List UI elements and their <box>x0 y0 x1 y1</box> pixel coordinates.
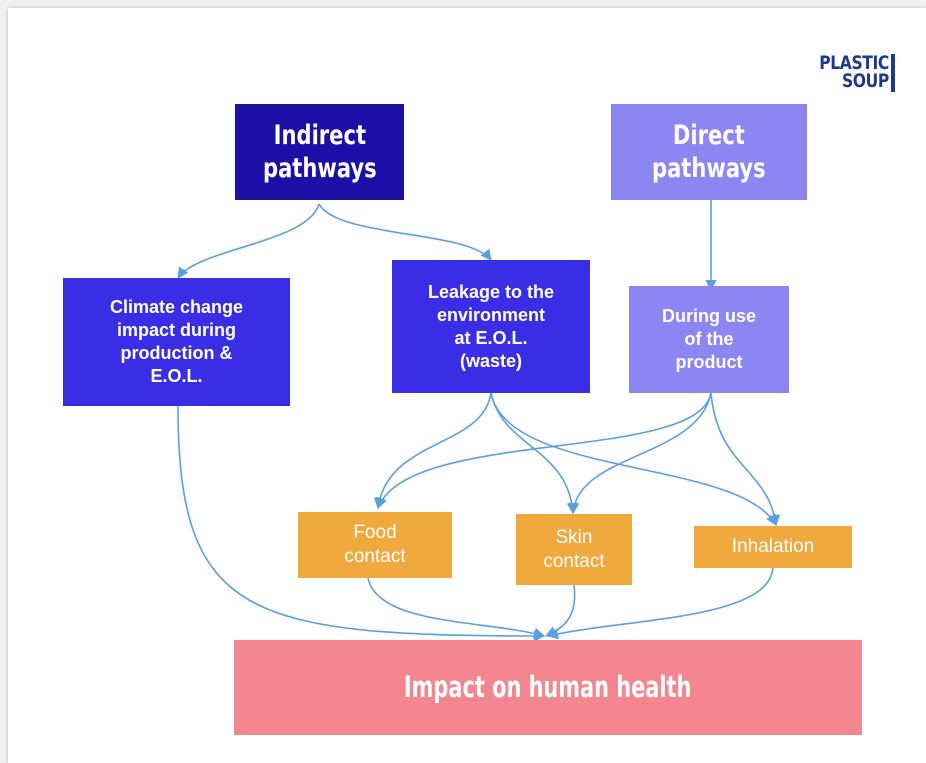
edge-during-use-inhalation <box>710 392 781 527</box>
edge-indirect-leakage <box>318 203 492 261</box>
edge-indirect-climate <box>177 203 320 279</box>
node-inhalation-label: Inhalation <box>731 536 815 557</box>
node-indirect-pathways-label: Indirect pathways <box>262 120 377 184</box>
node-during-use-label: During use of the product <box>661 306 756 372</box>
node-during-use: During use of the product <box>629 286 789 393</box>
edge-food-impact <box>367 577 546 639</box>
node-direct-pathways: Direct pathways <box>611 104 807 200</box>
edge-inhalation-impact <box>546 567 774 640</box>
node-leakage-label: Leakage to the environment at E.O.L. (wa… <box>427 281 555 371</box>
node-inhalation: Inhalation <box>694 526 852 568</box>
edge-leakage-inhalation <box>490 392 777 526</box>
edge-skin-impact <box>544 584 576 637</box>
edge-during-use-skin <box>568 392 712 515</box>
connector-layer <box>177 200 781 642</box>
edge-leakage-food <box>373 392 492 510</box>
node-skin-contact: Skin contact <box>516 514 632 585</box>
node-food-contact-label: Food contact <box>344 522 406 567</box>
node-leakage: Leakage to the environment at E.O.L. (wa… <box>392 260 590 393</box>
node-impact-human-health: Impact on human health <box>234 640 862 735</box>
node-skin-contact-label: Skin contact <box>543 526 605 572</box>
plastic-soup-logo: PLASTIC SOUP <box>804 54 895 92</box>
node-indirect-pathways: Indirect pathways <box>235 104 404 200</box>
edge-climate-impact <box>177 405 546 642</box>
node-food-contact: Food contact <box>298 512 452 578</box>
node-climate-change: Climate change impact during production … <box>63 278 290 406</box>
edge-during-use-food <box>376 392 712 510</box>
logo-line-1: PLASTIC <box>819 52 889 74</box>
diagram-canvas: PLASTIC SOUP Indirect pathways Direct pa… <box>8 8 926 763</box>
node-climate-change-label: Climate change impact during production … <box>109 297 244 386</box>
node-impact-human-health-label: Impact on human health <box>404 670 692 704</box>
logo-bar <box>890 54 895 92</box>
node-direct-pathways-label: Direct pathways <box>652 120 766 184</box>
logo-line-2: SOUP <box>841 70 889 92</box>
